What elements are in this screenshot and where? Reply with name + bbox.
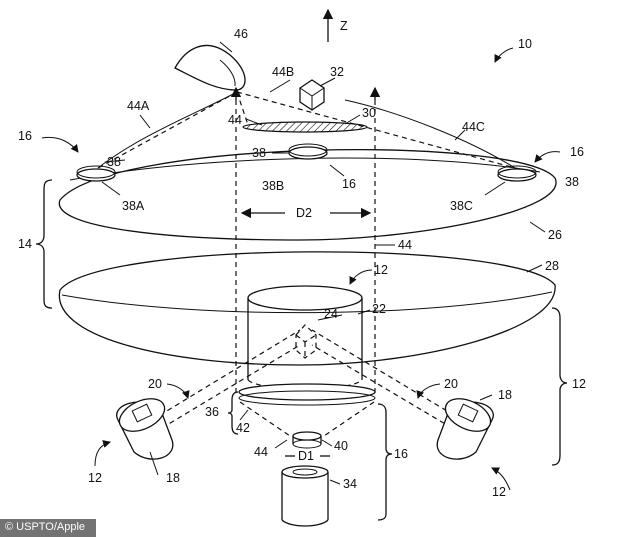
z-axis-label: Z <box>340 19 348 33</box>
label-20-right: 20 <box>444 377 458 391</box>
sensor-disc-center <box>288 143 328 160</box>
leader-12-right <box>491 467 511 491</box>
label-14: 14 <box>18 237 32 251</box>
label-18-left: 18 <box>166 471 180 485</box>
label-28: 28 <box>545 259 559 273</box>
upper-plate <box>58 149 557 241</box>
label-38b: 38B <box>262 179 284 193</box>
label-10: 10 <box>518 37 532 51</box>
label-16-left: 16 <box>18 129 32 143</box>
credit-bar <box>0 519 96 537</box>
label-26: 26 <box>548 228 562 242</box>
label-38a: 38A <box>122 199 145 213</box>
label-40: 40 <box>334 439 348 453</box>
label-38c: 38C <box>450 199 473 213</box>
label-42: 42 <box>236 421 250 435</box>
label-12-left: 12 <box>88 471 102 485</box>
projector-right <box>436 398 494 460</box>
label-20-left: 20 <box>148 377 162 391</box>
arc-44c <box>344 99 516 169</box>
label-38-center: 38 <box>252 146 266 160</box>
sensor-disc-left <box>76 165 116 182</box>
aperture <box>292 431 322 449</box>
label-22: 22 <box>372 302 386 316</box>
label-16-bottom: 16 <box>394 447 408 461</box>
label-30: 30 <box>362 106 376 120</box>
bracket-12-right <box>551 307 568 466</box>
label-44b: 44B <box>272 65 294 79</box>
label-16-right: 16 <box>570 145 584 159</box>
sensor-disc-right <box>497 165 537 182</box>
hatched-region <box>242 121 368 133</box>
label-d1: D1 <box>298 449 314 463</box>
leader-12-top <box>349 269 373 285</box>
label-44a: 44A <box>127 99 150 113</box>
label-12-right-bracket: 12 <box>572 377 586 391</box>
label-44-top: 44 <box>228 113 242 127</box>
projector-rays <box>151 329 463 429</box>
label-12-top: 12 <box>374 263 388 277</box>
cylinder <box>247 285 363 390</box>
label-44-bottom: 44 <box>254 445 268 459</box>
label-18-right: 18 <box>498 388 512 402</box>
inner-cube <box>295 324 317 359</box>
label-44-mid: 44 <box>398 238 412 252</box>
label-38-left: 38 <box>107 155 121 169</box>
leader-12-left <box>94 440 111 467</box>
lower-plate <box>58 251 556 366</box>
z-axis: Z <box>322 8 348 42</box>
projection-column <box>230 86 381 395</box>
bracket-14 <box>35 179 53 309</box>
leader-lines <box>101 41 546 485</box>
leader-20-right <box>416 383 441 399</box>
label-36: 36 <box>205 405 219 419</box>
leader-20-left <box>166 383 190 399</box>
label-24: 24 <box>324 307 338 321</box>
leader-16-right <box>534 151 561 163</box>
label-38-right: 38 <box>565 175 579 189</box>
bracket-16-bottom <box>377 403 393 521</box>
label-44c: 44C <box>462 120 485 134</box>
label-46: 46 <box>234 27 248 41</box>
bracket-36 <box>227 391 239 435</box>
cube-object <box>299 79 325 111</box>
finger <box>174 44 246 91</box>
label-32: 32 <box>330 65 344 79</box>
camera-34 <box>281 465 329 527</box>
arc-44a <box>97 91 238 169</box>
projector-left <box>116 398 174 460</box>
leader-16-left <box>41 136 79 153</box>
label-34: 34 <box>343 477 357 491</box>
image-credit: © USPTO/Apple <box>5 521 86 533</box>
label-d2: D2 <box>296 206 312 220</box>
label-16-center: 16 <box>342 177 356 191</box>
leader-10 <box>494 47 514 63</box>
lens <box>238 383 376 437</box>
label-12-right: 12 <box>492 485 506 499</box>
